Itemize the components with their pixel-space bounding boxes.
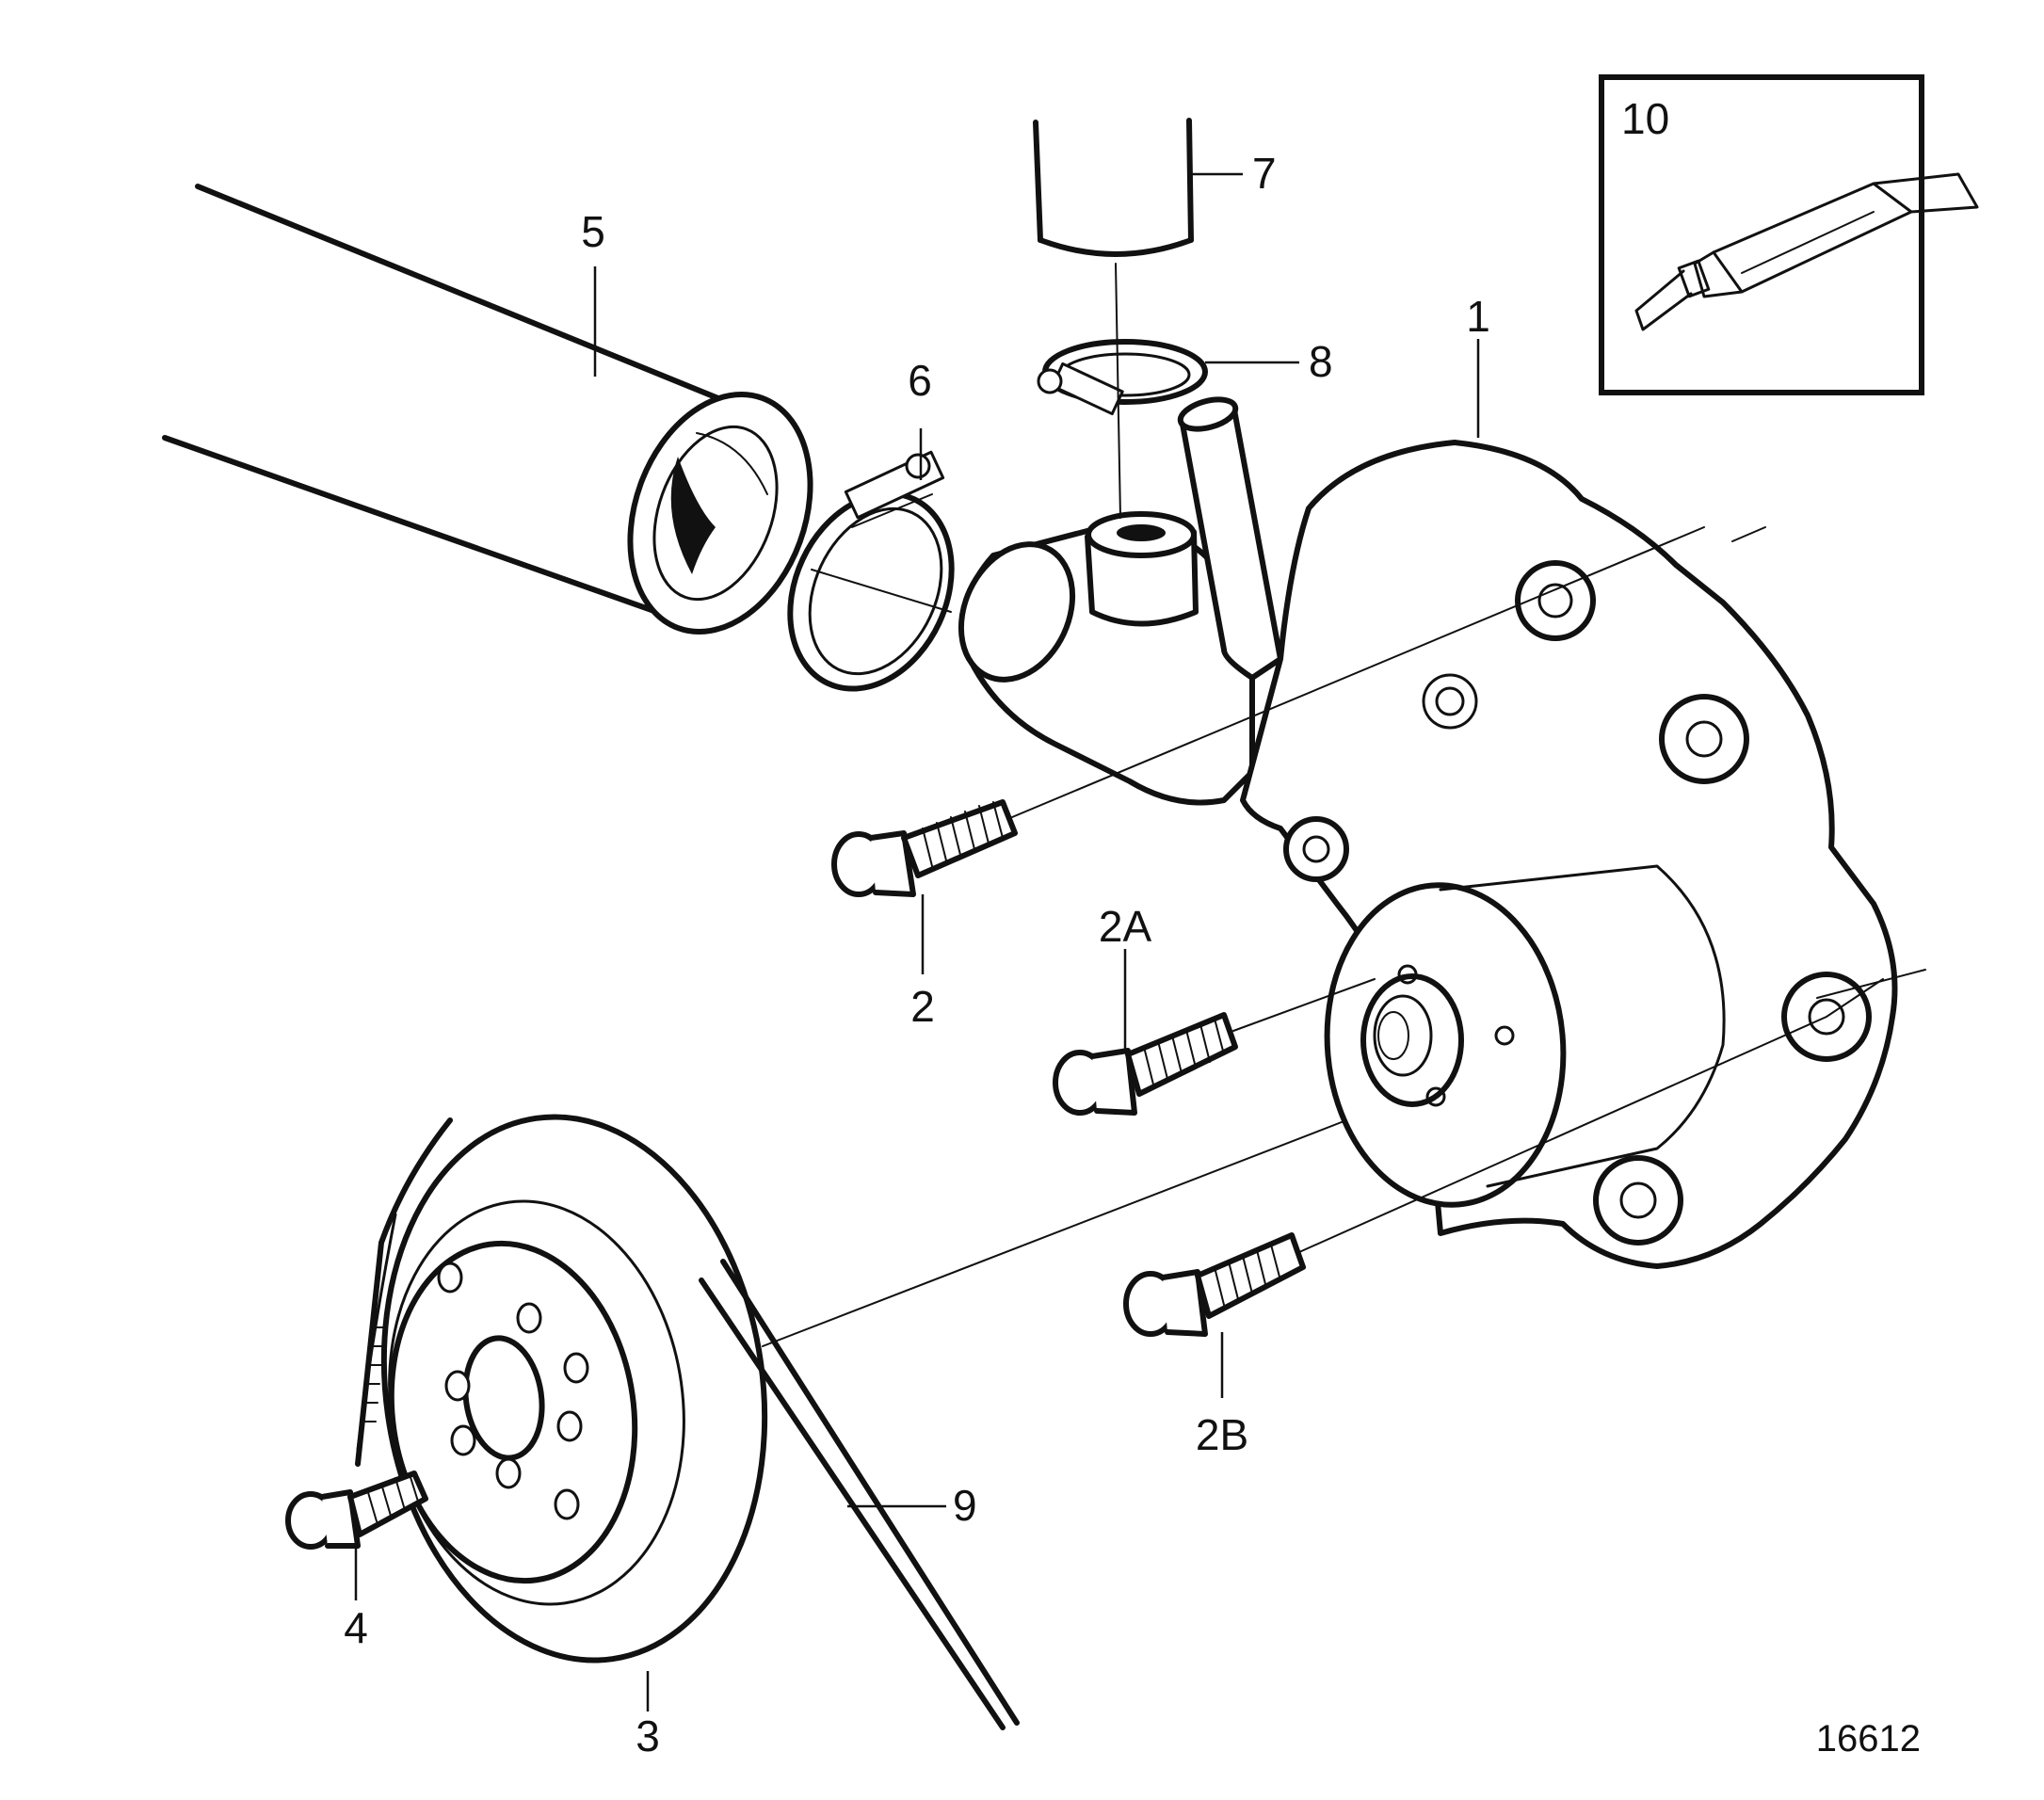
callout-label-8: 8 — [1309, 337, 1333, 386]
hose-clamp — [787, 450, 955, 692]
sealant-tube-icon — [1634, 172, 1979, 331]
callout-label-6: 6 — [908, 356, 932, 405]
assembly-axis-lines — [762, 263, 1926, 1347]
upper-clamp — [1037, 339, 1208, 416]
callout-label-1: 1 — [1466, 292, 1490, 341]
callout-label-4: 4 — [344, 1603, 368, 1652]
drive-belt — [355, 1117, 1020, 1730]
callout-label-2: 2 — [910, 982, 935, 1031]
bolt-2a — [1053, 1012, 1238, 1116]
bolt-2b — [1123, 1232, 1306, 1337]
callout-label-2a: 2A — [1099, 902, 1152, 951]
callout-label-10: 10 — [1621, 94, 1669, 143]
callout-leaders — [354, 172, 1480, 1712]
callout-label-5: 5 — [581, 207, 605, 256]
callout-label-3: 3 — [636, 1712, 660, 1760]
lower-hose — [162, 184, 813, 635]
callout-label-2b: 2B — [1196, 1410, 1248, 1459]
callout-label-7: 7 — [1252, 149, 1277, 198]
sealant-inset — [1599, 74, 1979, 395]
callout-label-9: 9 — [953, 1481, 977, 1530]
bolt-2 — [831, 799, 1018, 897]
upper-hose — [1033, 118, 1194, 257]
drawing-number: 16612 — [1816, 1718, 1921, 1760]
pulley-bolt-holes — [437, 1262, 589, 1520]
pulley-bolt — [285, 1471, 428, 1550]
pulley — [380, 1114, 768, 1663]
pump-housing — [958, 396, 1898, 1269]
